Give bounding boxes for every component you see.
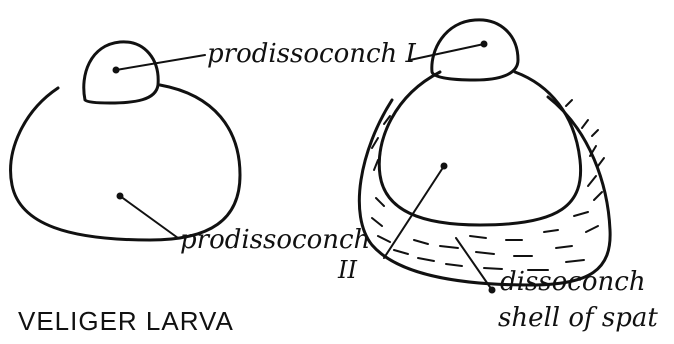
spat-p2-leader (383, 165, 445, 259)
caption-veliger-larva: VELIGER LARVA (18, 306, 234, 336)
veliger-shell-outline (9, 83, 242, 242)
label-prodissoconch-2-numeral: II (337, 256, 357, 284)
label-prodissoconch-2: prodissoconch (180, 225, 370, 255)
label-dissoconch: dissoconch (500, 267, 646, 297)
veliger-p1-leader (115, 54, 206, 71)
spat-prodissoconch-1-cap (430, 18, 520, 82)
dissoconch-growth-lines (371, 99, 605, 271)
veliger-p2-leader (119, 195, 179, 239)
label-prodissoconch-1: prodissoconch I (207, 39, 417, 69)
spat-dissoconch-outline (357, 95, 612, 287)
veliger-prodissoconch-1-cap (82, 40, 160, 105)
spat-shell (357, 18, 612, 294)
spat-prodissoconch-2-outline (377, 70, 583, 227)
spat-p1-leader (409, 43, 485, 61)
label-shell-of-spat: shell of spat (498, 303, 658, 333)
spat-dissoconch-leader (455, 237, 493, 291)
veliger-larva (9, 40, 242, 242)
